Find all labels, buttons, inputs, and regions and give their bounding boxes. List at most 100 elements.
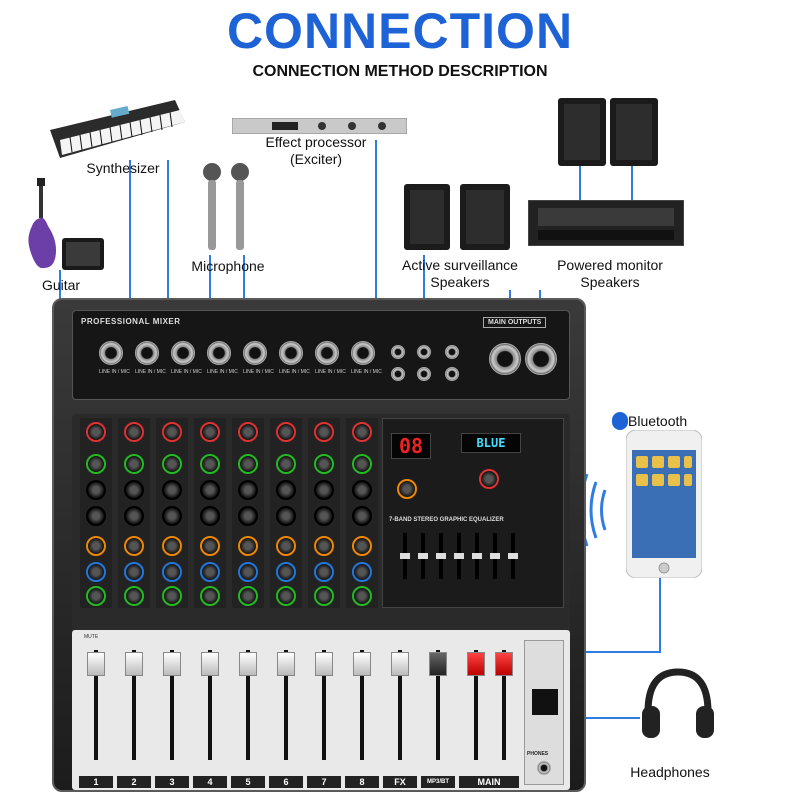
powered-monitor-label: Powered monitor Speakers — [540, 257, 680, 291]
eq-high-knob[interactable] — [314, 454, 334, 474]
gain-knob[interactable] — [238, 422, 258, 442]
gain-knob[interactable] — [352, 422, 372, 442]
aux-knob[interactable] — [200, 536, 220, 556]
aux-knob[interactable] — [276, 536, 296, 556]
eq-high-knob[interactable] — [86, 454, 106, 474]
pan-knob[interactable] — [314, 586, 334, 606]
aux-knob[interactable] — [86, 536, 106, 556]
fx-fader[interactable] — [391, 652, 409, 676]
aux-knob[interactable] — [124, 536, 144, 556]
eq-mid-knob[interactable] — [162, 480, 182, 500]
gain-knob[interactable] — [314, 422, 334, 442]
main-right-fader[interactable] — [495, 652, 513, 676]
gain-knob[interactable] — [276, 422, 296, 442]
phones-jack[interactable] — [537, 761, 551, 775]
gain-knob[interactable] — [86, 422, 106, 442]
eq-mid-knob[interactable] — [352, 480, 372, 500]
power-amplifier-illustration — [527, 199, 685, 247]
pan-knob[interactable] — [276, 586, 296, 606]
channel-strip-4 — [194, 418, 226, 608]
gain-knob[interactable] — [162, 422, 182, 442]
eq-low-knob[interactable] — [124, 506, 144, 526]
eq-low-knob[interactable] — [200, 506, 220, 526]
eq-mid-knob[interactable] — [276, 480, 296, 500]
fx-program-knob[interactable] — [397, 479, 417, 499]
fx-knob[interactable] — [238, 562, 258, 582]
pan-knob[interactable] — [352, 586, 372, 606]
gain-knob[interactable] — [200, 422, 220, 442]
eq-high-knob[interactable] — [352, 454, 372, 474]
main-out-left-jack[interactable] — [445, 345, 459, 359]
pan-knob[interactable] — [124, 586, 144, 606]
mp3-volume-knob[interactable] — [479, 469, 499, 489]
fader-label-7: 7 — [307, 776, 341, 788]
wire-phone — [550, 570, 661, 653]
eq-mid-knob[interactable] — [200, 480, 220, 500]
channel-6-fader[interactable] — [277, 652, 295, 676]
fader-label-main: MAIN — [459, 776, 519, 788]
fader-label-fx: FX — [383, 776, 417, 788]
eq-high-knob[interactable] — [200, 454, 220, 474]
fx-knob[interactable] — [352, 562, 372, 582]
eq-mid-knob[interactable] — [238, 480, 258, 500]
channel-7-fader[interactable] — [315, 652, 333, 676]
eq-high-knob[interactable] — [162, 454, 182, 474]
eq-high-knob[interactable] — [276, 454, 296, 474]
aux-knob[interactable] — [162, 536, 182, 556]
eq-low-knob[interactable] — [352, 506, 372, 526]
gain-knob[interactable] — [124, 422, 144, 442]
channel-5-input[interactable] — [243, 341, 267, 365]
fx-knob[interactable] — [200, 562, 220, 582]
pan-knob[interactable] — [86, 586, 106, 606]
eq-low-knob[interactable] — [314, 506, 334, 526]
room-out-left-jack[interactable] — [417, 345, 431, 359]
eq-low-knob[interactable] — [86, 506, 106, 526]
microphone-label: Microphone — [191, 258, 265, 274]
fx-knob[interactable] — [314, 562, 334, 582]
main-out-right-jack[interactable] — [445, 367, 459, 381]
eq-mid-knob[interactable] — [86, 480, 106, 500]
eq-low-knob[interactable] — [276, 506, 296, 526]
fx-knob[interactable] — [276, 562, 296, 582]
eq-mid-knob[interactable] — [314, 480, 334, 500]
microphone-illustration — [200, 160, 260, 255]
eq-high-knob[interactable] — [238, 454, 258, 474]
channel-2-fader[interactable] — [125, 652, 143, 676]
channel-3-fader[interactable] — [163, 652, 181, 676]
channel-4-input[interactable] — [207, 341, 231, 365]
channel-8-input[interactable] — [351, 341, 375, 365]
pan-knob[interactable] — [200, 586, 220, 606]
channel-8-line-in-label: LINE IN / MIC — [351, 369, 382, 375]
main-output-xlr-right[interactable] — [525, 343, 557, 375]
channel-7-input[interactable] — [315, 341, 339, 365]
channel-1-input[interactable] — [99, 341, 123, 365]
aux-send-jack[interactable] — [391, 345, 405, 359]
fx-knob[interactable] — [86, 562, 106, 582]
mp3-fader[interactable] — [429, 652, 447, 676]
channel-4-fader[interactable] — [201, 652, 219, 676]
channel-3-input[interactable] — [171, 341, 195, 365]
pan-knob[interactable] — [238, 586, 258, 606]
channel-8-fader[interactable] — [353, 652, 371, 676]
aux-knob[interactable] — [238, 536, 258, 556]
eq-low-knob[interactable] — [238, 506, 258, 526]
channel-strip-7 — [308, 418, 340, 608]
channel-5-fader[interactable] — [239, 652, 257, 676]
room-out-right-jack[interactable] — [417, 367, 431, 381]
channel-3-line-in-label: LINE IN / MIC — [171, 369, 202, 375]
main-output-xlr-left[interactable] — [489, 343, 521, 375]
pan-knob[interactable] — [162, 586, 182, 606]
returns-jack[interactable] — [391, 367, 405, 381]
channel-strip-3 — [156, 418, 188, 608]
main-left-fader[interactable] — [467, 652, 485, 676]
eq-high-knob[interactable] — [124, 454, 144, 474]
aux-knob[interactable] — [314, 536, 334, 556]
aux-knob[interactable] — [352, 536, 372, 556]
eq-low-knob[interactable] — [162, 506, 182, 526]
fx-knob[interactable] — [162, 562, 182, 582]
channel-2-input[interactable] — [135, 341, 159, 365]
fx-knob[interactable] — [124, 562, 144, 582]
eq-mid-knob[interactable] — [124, 480, 144, 500]
channel-1-fader[interactable] — [87, 652, 105, 676]
channel-6-input[interactable] — [279, 341, 303, 365]
